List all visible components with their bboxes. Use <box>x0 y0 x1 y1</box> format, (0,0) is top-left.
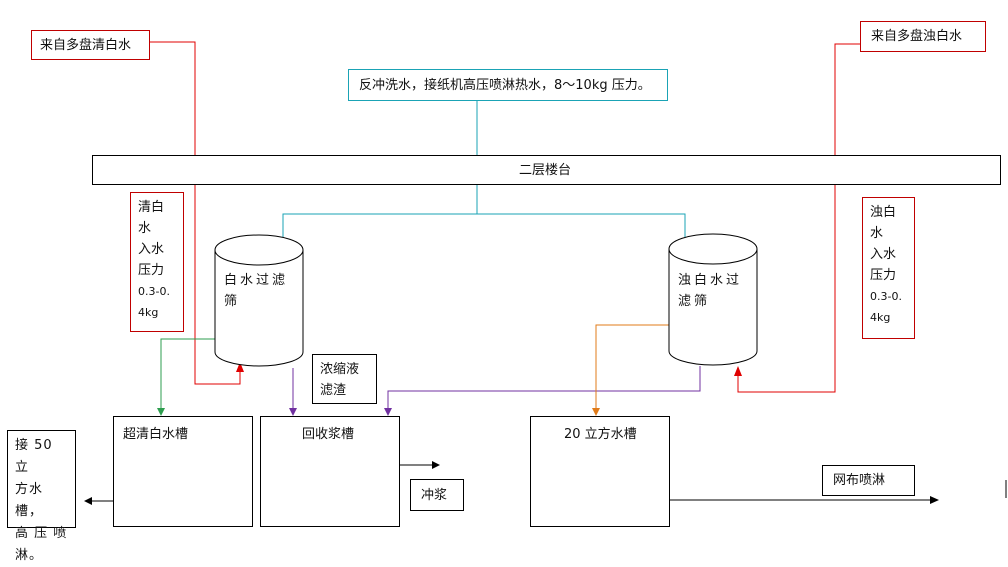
clear-pressure-line: 0.3-0. <box>138 285 170 298</box>
recovery-pulp-tank-label: 回收浆槽 <box>302 427 355 442</box>
left-note-line: 方水槽， <box>15 482 44 519</box>
recovery-out-arrow <box>432 461 440 469</box>
clear-screen-line: 白水过滤 <box>224 273 289 288</box>
water-tank-20-label: 20 立方水槽 <box>564 427 637 442</box>
floor-label: 二层楼台 <box>519 163 572 178</box>
chong-jiang-box: 冲浆 <box>410 479 464 511</box>
left-out-arrow <box>84 497 92 505</box>
recovery-pulp-tank: 回收浆槽 <box>260 416 400 527</box>
left-note-box: 接 50 立 方水槽， 高 压 喷 淋。 <box>7 430 76 563</box>
orange-arrow <box>592 408 600 416</box>
clear-pressure-box: 清白 水 入水 压力 0.3-0. 4kg <box>130 192 184 332</box>
clear-screen-label: 白水过滤 筛 <box>224 270 288 312</box>
turbid-screen-line: 滤筛 <box>678 294 711 309</box>
backwash-line-right <box>477 213 686 238</box>
clear-pressure-line: 4kg <box>138 306 159 319</box>
backwash-line-left <box>282 213 477 240</box>
turbid-pressure-line: 水 <box>870 226 884 241</box>
super-clear-tank: 超清白水槽 <box>113 416 253 527</box>
turbid-water-line <box>737 43 860 393</box>
clear-pressure-line: 入水 <box>138 242 165 257</box>
floor-platform: 二层楼台 <box>92 155 1001 185</box>
turbid-pressure-box: 浊白 水 入水 压力 0.3-0. 4kg <box>862 197 915 339</box>
green-arrow <box>157 408 165 416</box>
water-tank-20: 20 立方水槽 <box>530 416 670 527</box>
flow-lines <box>84 41 1007 505</box>
purple-arrow-1 <box>289 408 297 416</box>
wang-bu-label: 网布喷淋 <box>833 473 886 488</box>
clear-water-line <box>150 41 241 385</box>
clear-pressure-line: 压力 <box>138 263 165 278</box>
left-note-line: 淋。 <box>15 548 44 563</box>
clear-pressure-line: 水 <box>138 221 152 236</box>
turbid-pressure-line: 4kg <box>870 311 891 324</box>
green-line <box>160 338 216 408</box>
clear-water-source-label: 来自多盘清白水 <box>40 38 132 53</box>
backwash-note-box: 反冲洗水，接纸机高压喷淋热水，8～10kg 压力。 <box>348 69 668 101</box>
clear-water-arrow <box>236 362 244 372</box>
wang-bu-box: 网布喷淋 <box>822 465 915 496</box>
left-note-line: 高 压 喷 <box>15 526 68 541</box>
turbid-pressure-line: 入水 <box>870 247 897 262</box>
purple-arrow-2 <box>384 408 392 416</box>
concentrate-line: 滤渣 <box>320 383 347 398</box>
turbid-screen-line: 浊白水过 <box>678 273 743 288</box>
turbid-screen-label: 浊白水过 滤筛 <box>678 270 742 312</box>
clear-screen-cylinder <box>214 234 304 367</box>
turbid-pressure-line: 浊白 <box>870 205 897 220</box>
turbid-pressure-line: 0.3-0. <box>870 290 902 303</box>
concentrate-line: 浓缩液 <box>320 362 360 377</box>
turbid-water-arrow <box>734 366 742 376</box>
turbid-water-source-label: 来自多盘浊白水 <box>871 29 963 44</box>
concentrate-box: 浓缩液 滤渣 <box>312 354 377 404</box>
super-clear-tank-label: 超清白水槽 <box>123 427 189 442</box>
right-out-arrow <box>930 496 939 504</box>
clear-pressure-line: 清白 <box>138 200 165 215</box>
backwash-note-label: 反冲洗水，接纸机高压喷淋热水，8～10kg 压力。 <box>359 78 651 93</box>
clear-screen-line: 筛 <box>224 294 241 309</box>
turbid-water-source-box: 来自多盘浊白水 <box>860 21 986 52</box>
turbid-pressure-line: 压力 <box>870 268 897 283</box>
chong-jiang-label: 冲浆 <box>421 488 448 503</box>
orange-line <box>595 324 670 408</box>
turbid-screen-cylinder <box>668 233 758 366</box>
left-note-line: 接 50 立 <box>15 438 53 475</box>
clear-water-source-box: 来自多盘清白水 <box>31 30 150 60</box>
purple-line-2 <box>387 366 701 408</box>
